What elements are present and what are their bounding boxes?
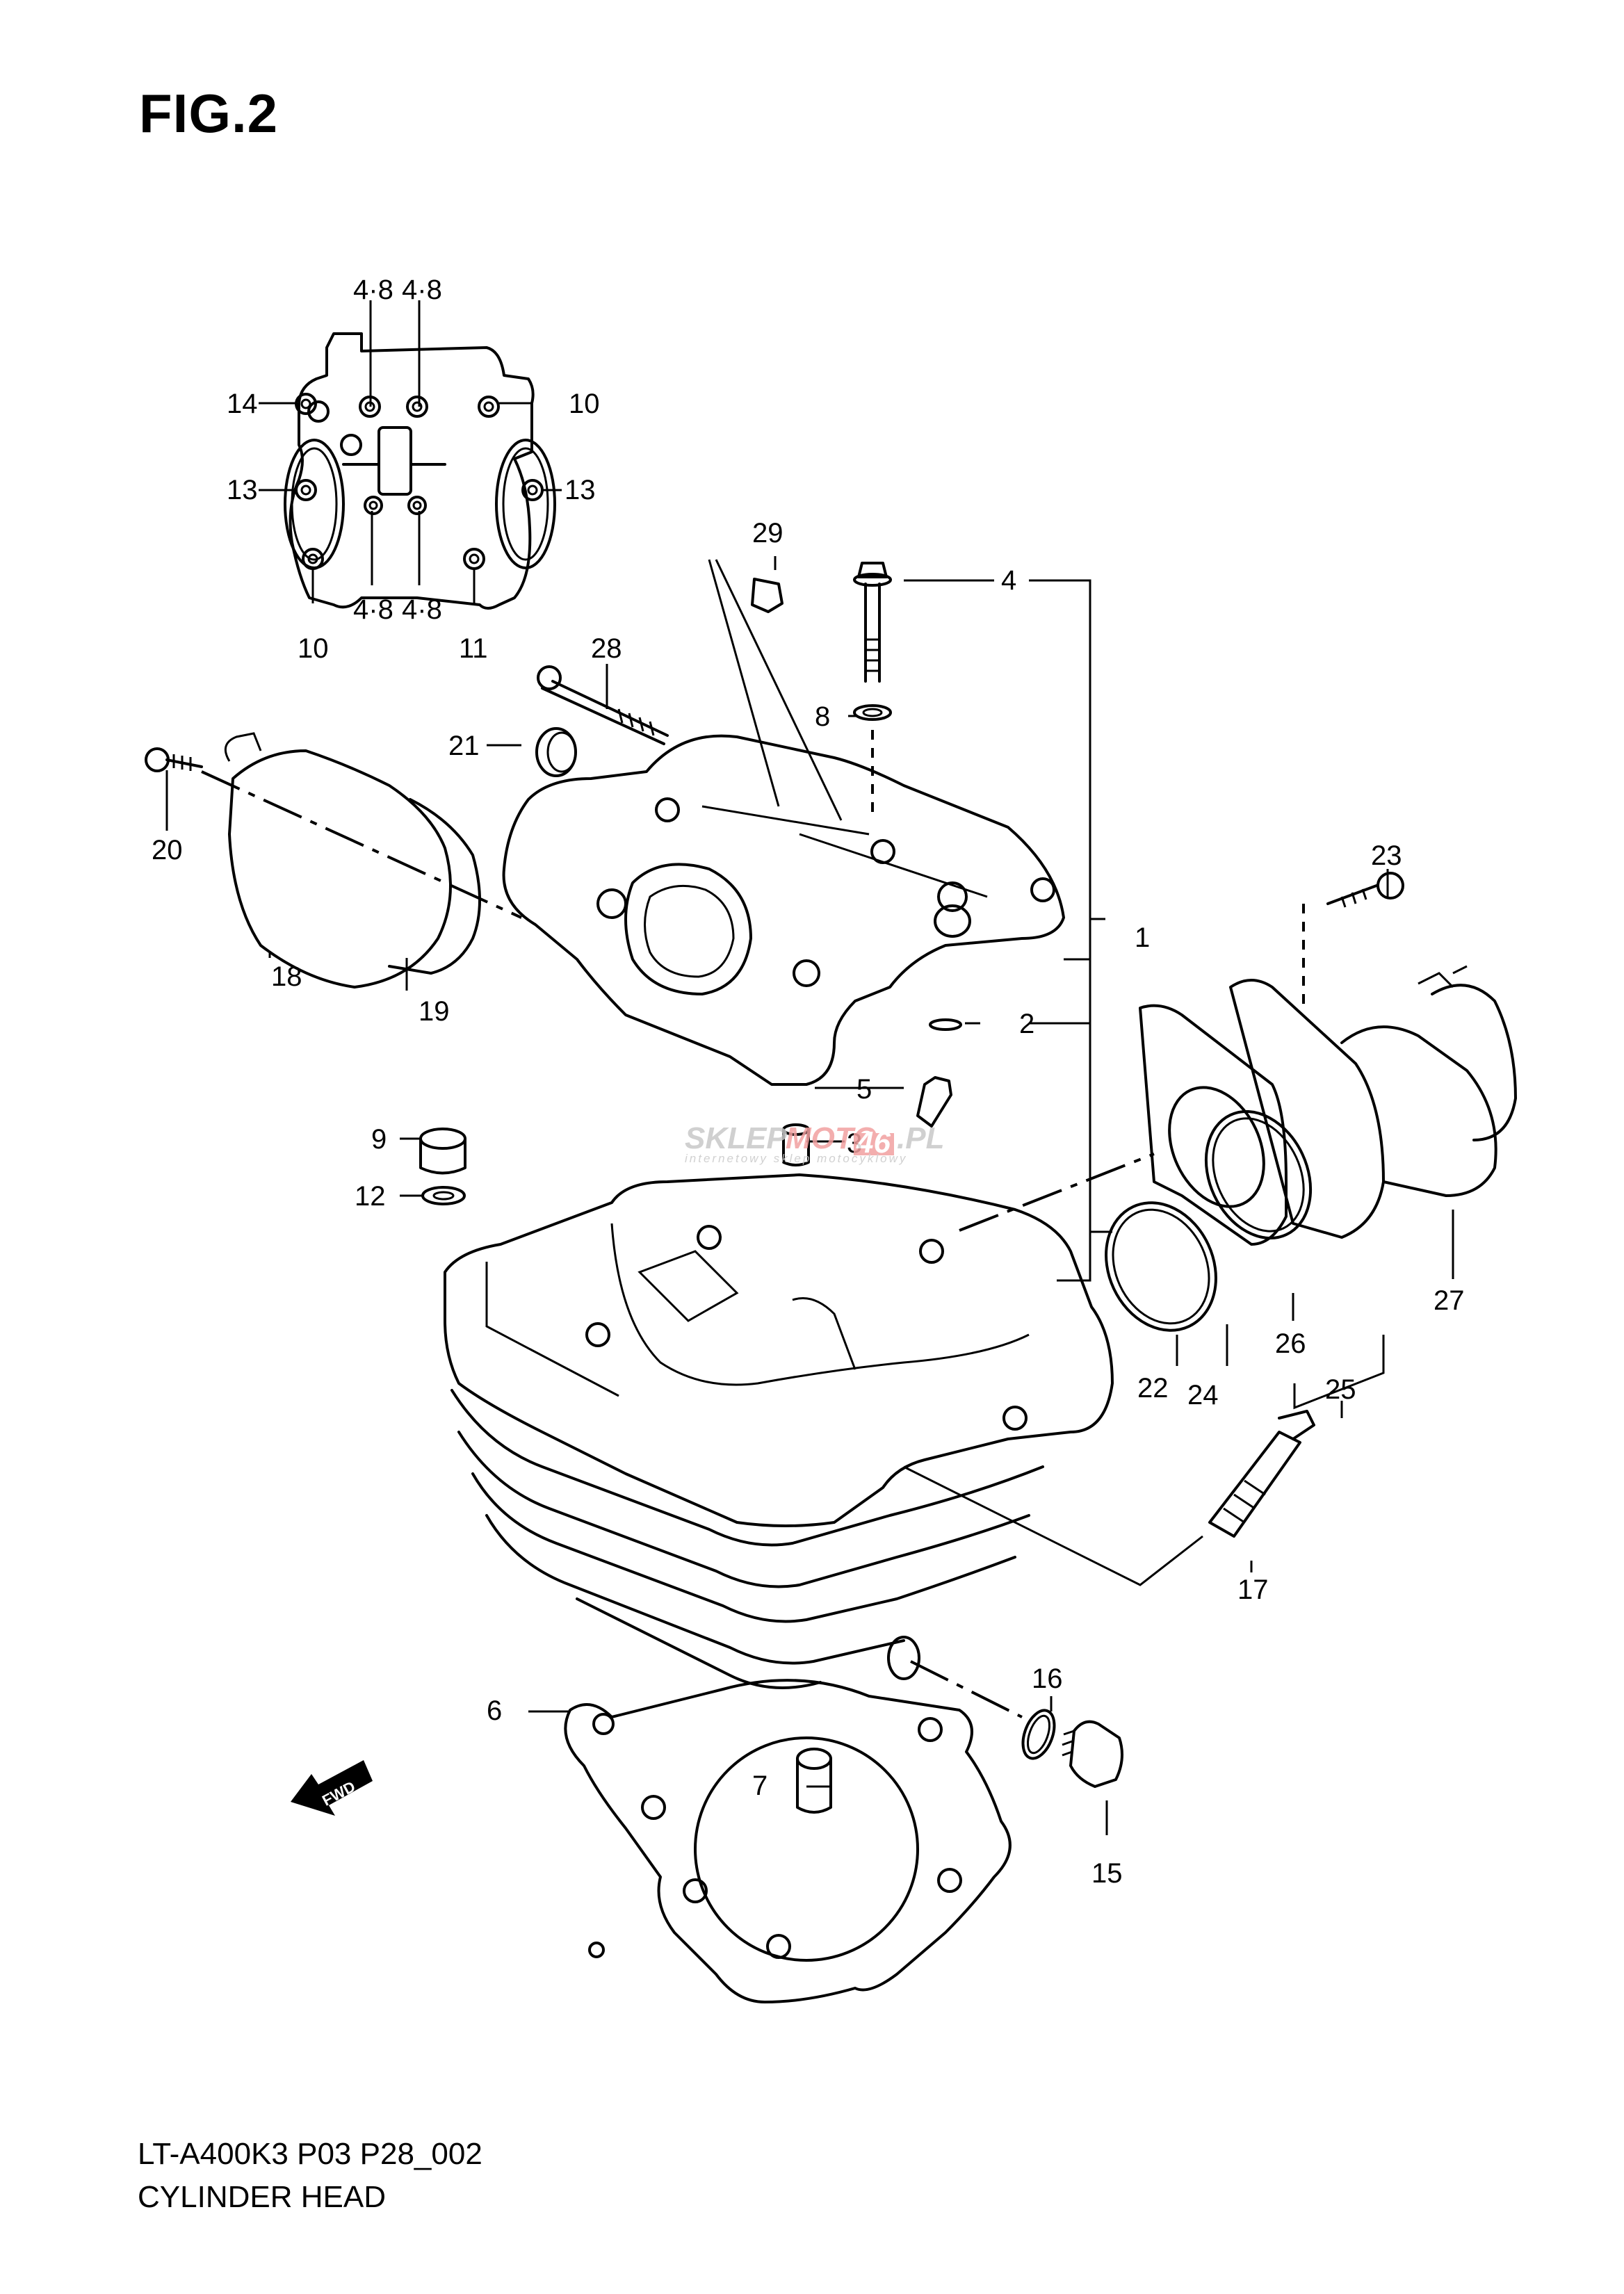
callout-18: 18 (271, 961, 302, 992)
section-name: CYLINDER HEAD (138, 2180, 386, 2214)
inset-callout-11: 11 (459, 633, 488, 664)
figure-title: FIG.2 (139, 83, 279, 144)
callout-17: 17 (1237, 1575, 1269, 1605)
spark-plug (903, 1410, 1315, 1586)
inset-cover-gasket: 4·8 4·8 14 10 13 13 4·8 4·8 10 11 (227, 275, 600, 664)
callout-16: 16 (1032, 1663, 1063, 1694)
callout-9: 9 (371, 1124, 387, 1155)
callout-1: 1 (1135, 922, 1150, 953)
head-gasket-and-plug (564, 1660, 1123, 2003)
watermark-sklep: SKLEP (685, 1121, 787, 1155)
callout-29: 29 (752, 518, 783, 548)
inset-callout-4-8-bottom-left: 4·8 (353, 594, 393, 625)
inset-callout-4-8-bottom-right: 4·8 (402, 594, 442, 625)
inset-callout-13-right: 13 (565, 475, 596, 505)
callout-2: 2 (1019, 1009, 1034, 1039)
callout-6: 6 (487, 1695, 502, 1726)
callout-22: 22 (1137, 1373, 1169, 1404)
small-parts-middle (419, 1018, 962, 1205)
callout-25: 25 (1325, 1374, 1356, 1405)
callout-4: 4 (1001, 565, 1016, 596)
inset-callout-4-8-top-right: 4·8 (402, 275, 442, 305)
watermark-tagline: internetowy sklep motocyklowy (685, 1152, 907, 1165)
side-cover-assembly (145, 732, 522, 989)
cylinder-head-cover (502, 734, 1065, 1086)
bolt-4-washer-8 (853, 562, 892, 813)
callout-27: 27 (1434, 1285, 1465, 1316)
callout-12: 12 (355, 1181, 386, 1212)
watermark: SKLEP MOTO 46 .PL internetowy sklep moto… (685, 1121, 944, 1165)
inset-callout-10-upper: 10 (569, 389, 600, 419)
callout-23: 23 (1371, 840, 1402, 871)
callout-8: 8 (815, 701, 830, 732)
callout-19: 19 (419, 996, 450, 1027)
inset-callout-13-left: 13 (227, 475, 258, 505)
callout-28: 28 (591, 633, 622, 664)
callout-20: 20 (152, 835, 183, 865)
inset-callout-10-lower: 10 (298, 633, 329, 664)
watermark-pl: .PL (897, 1121, 944, 1155)
inset-callout-4-8-top-left: 4·8 (353, 275, 393, 305)
inset-callout-14: 14 (227, 389, 258, 419)
callout-labels: 1 2 3 4 5 6 7 8 9 12 15 16 17 18 19 20 2… (152, 518, 1465, 1889)
callout-leaders (165, 556, 1454, 1835)
callout-24: 24 (1187, 1380, 1219, 1410)
assembly-bracket-lines (904, 579, 1385, 1418)
cylinder-head (444, 1173, 1114, 1689)
figure-footer: LT-A400K3 P03 P28_002 CYLINDER HEAD (138, 2133, 482, 2219)
intake-pipe-assembly (959, 872, 1517, 1332)
callout-7: 7 (752, 1771, 768, 1801)
fwd-direction-arrow: FWD (291, 1760, 373, 1816)
callout-5: 5 (856, 1074, 872, 1105)
model-code: LT-A400K3 P03 P28_002 (138, 2137, 482, 2171)
small-parts-upper (535, 559, 843, 821)
watermark-46: 46 (856, 1125, 891, 1160)
callout-21: 21 (448, 731, 480, 761)
callout-15: 15 (1091, 1858, 1123, 1889)
callout-26: 26 (1275, 1328, 1306, 1359)
